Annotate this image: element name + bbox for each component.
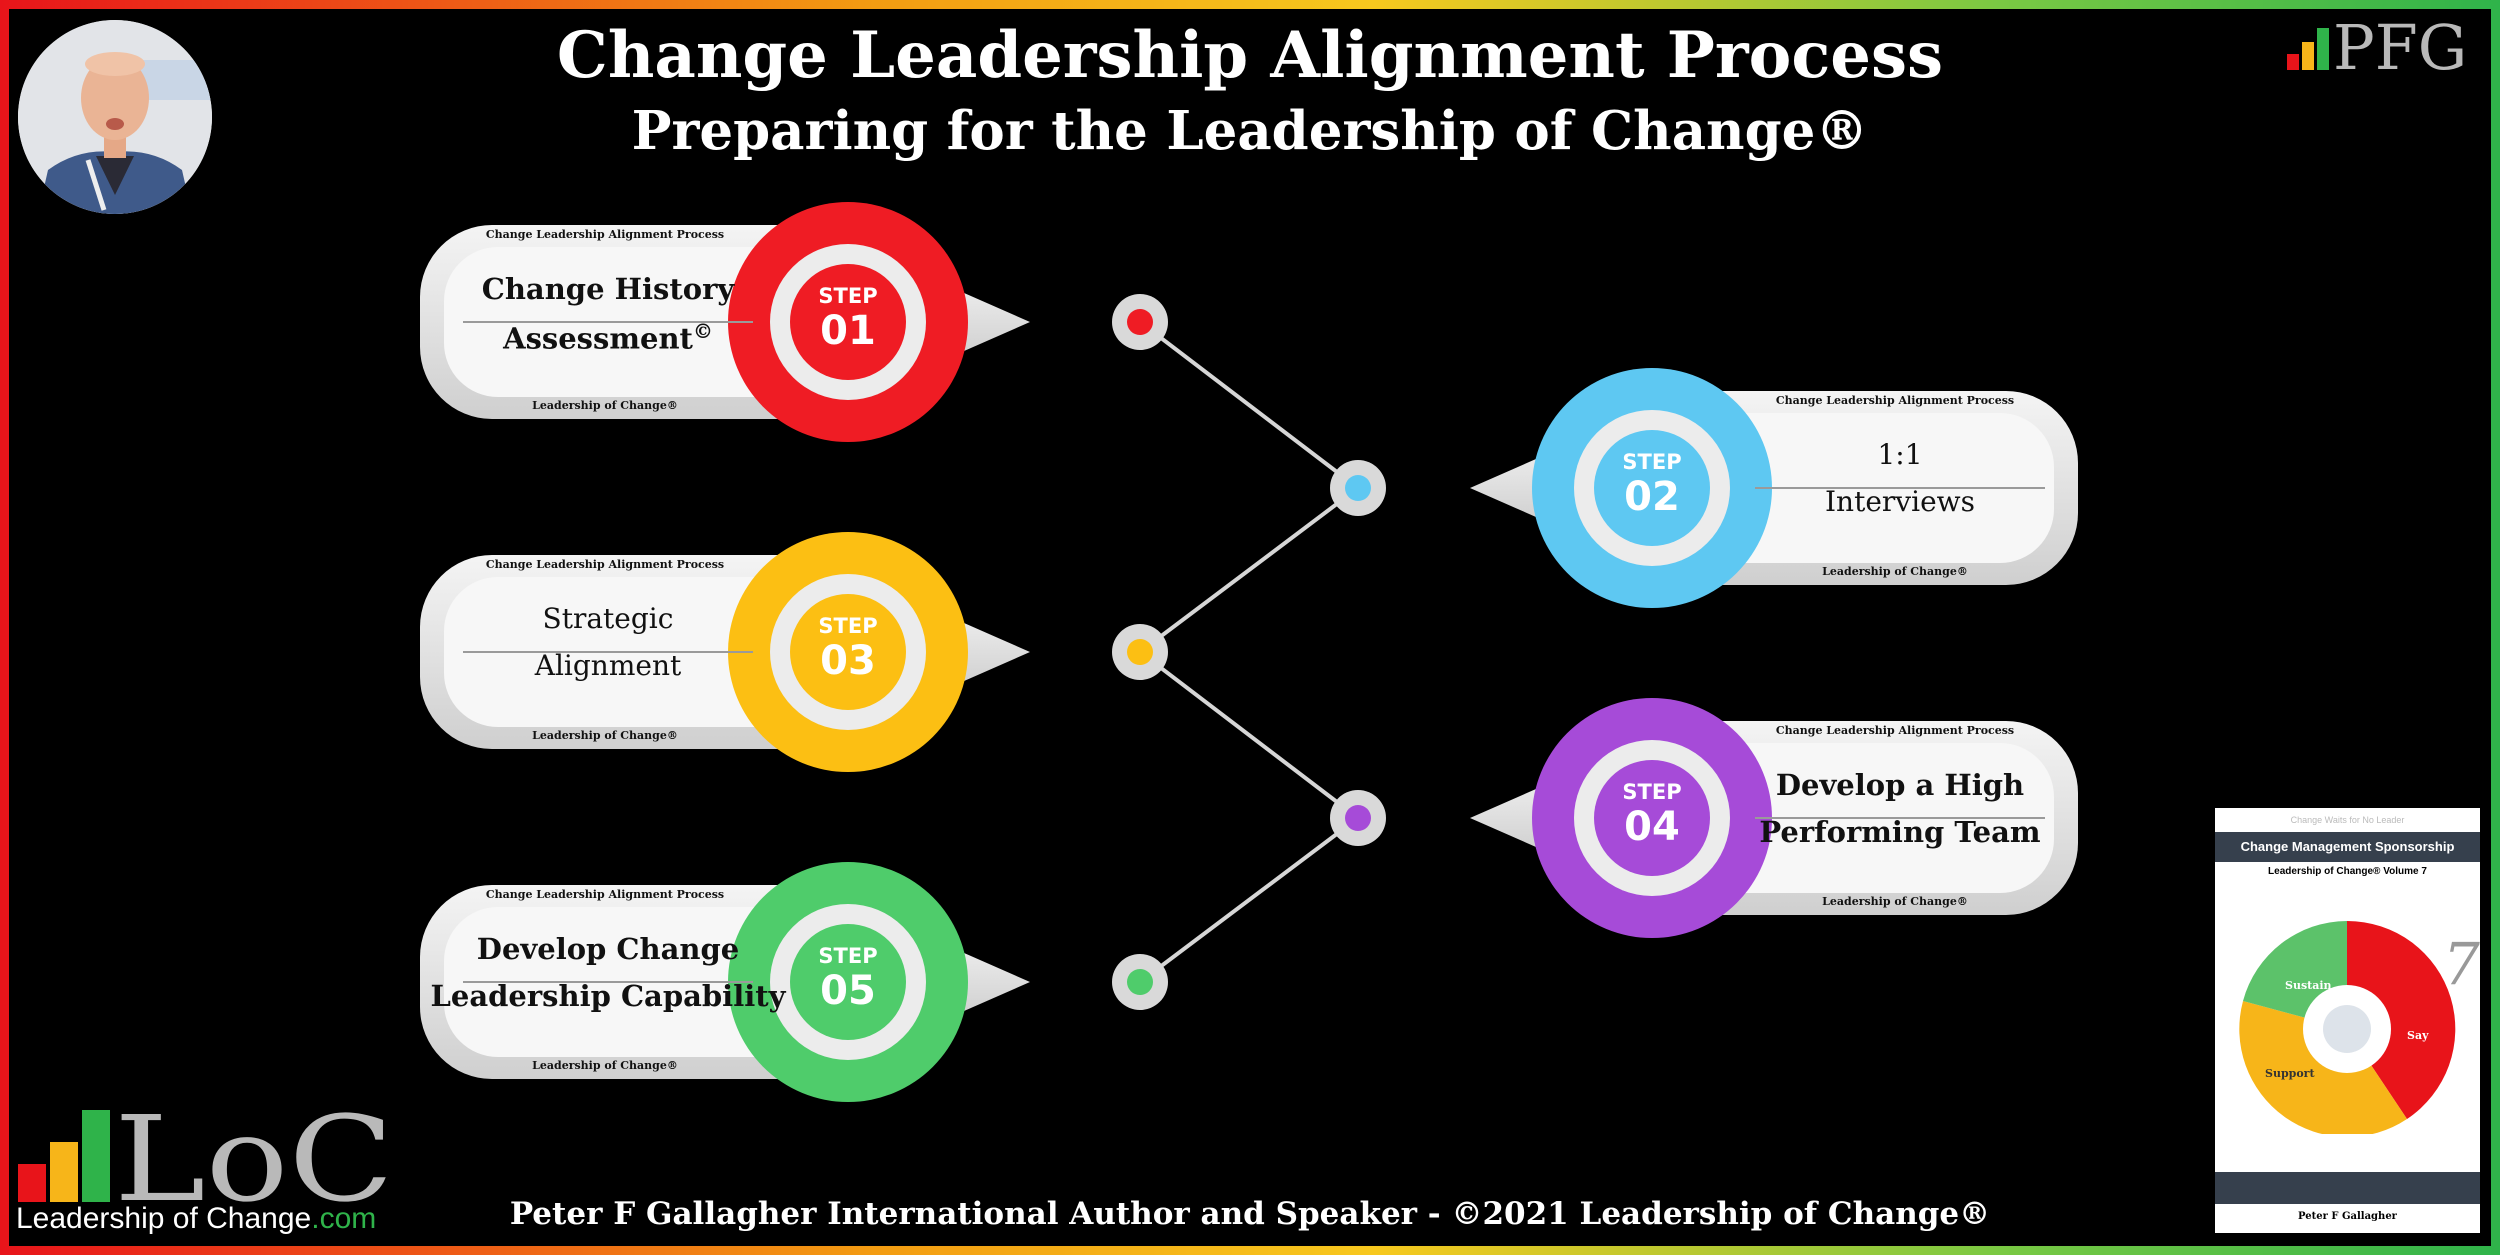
connector-line	[1138, 650, 1360, 820]
step-title-line2: Alignment	[534, 649, 682, 682]
card-header: Change Leadership Alignment Process	[485, 558, 725, 571]
node-dot-02	[1345, 475, 1371, 501]
step-title-line2: Interviews	[1825, 485, 1975, 518]
card-header: Change Leadership Alignment Process	[485, 228, 725, 241]
step-card-03	[420, 532, 1030, 772]
svg-text:PFG: PFG	[2333, 12, 2467, 74]
step-title-line2: Leadership Capability	[430, 979, 786, 1013]
step-title-line1: Develop Change	[476, 932, 740, 966]
connector-line	[1138, 816, 1360, 984]
svg-text:7: 7	[2443, 930, 2480, 998]
step-word: STEP	[818, 284, 878, 308]
step-badge	[790, 264, 906, 380]
step-number: 04	[1624, 804, 1680, 850]
speaker-avatar	[18, 20, 212, 214]
step-title-line2: Performing Team	[1759, 815, 2041, 849]
step-word: STEP	[1622, 780, 1682, 804]
book-series: Leadership of Change® Volume 7	[2268, 866, 2427, 877]
loc-tagline-text: Leadership of Change	[16, 1202, 312, 1235]
step-title-line1: Develop a High	[1775, 768, 2025, 802]
svg-text:Sustain: Sustain	[2285, 979, 2332, 992]
step-badge	[1594, 430, 1710, 546]
step-title-line1: Change History	[481, 272, 735, 306]
step-number: 05	[820, 968, 876, 1014]
connector-lines	[1138, 320, 1360, 984]
book-title-band: Change Management Sponsorship	[2215, 832, 2480, 862]
svg-text:Say: Say	[2407, 1029, 2429, 1042]
connector-line	[1138, 486, 1360, 654]
pfg-logo: PFG	[2285, 11, 2485, 84]
step-badge	[790, 924, 906, 1040]
connector-line	[1138, 320, 1360, 490]
card-footer: Leadership of Change®	[1822, 565, 1968, 578]
card-header: Change Leadership Alignment Process	[1775, 724, 2015, 737]
card-header: Change Leadership Alignment Process	[1775, 394, 2015, 407]
step-badge	[1594, 760, 1710, 876]
step-card-04	[1470, 698, 2078, 938]
step-number: 03	[820, 638, 876, 684]
step-title-line1: 1:1	[1877, 438, 1923, 471]
step-number: 02	[1624, 474, 1680, 520]
step-card-05	[420, 862, 1030, 1102]
card-footer: Leadership of Change®	[532, 399, 678, 412]
step-badge	[790, 594, 906, 710]
svg-text:Support: Support	[2265, 1067, 2315, 1080]
svg-text:LoC: LoC	[114, 1100, 394, 1204]
copyright-mark: ©	[692, 319, 713, 343]
step-card-01	[420, 202, 1030, 442]
node-dot-04	[1345, 805, 1371, 831]
step-word: STEP	[818, 614, 878, 638]
step-title-line1: Strategic	[542, 602, 674, 635]
step-word: STEP	[818, 944, 878, 968]
node-dot-03	[1127, 639, 1153, 665]
loc-logo: LoC	[16, 1090, 396, 1240]
node-dot-01	[1127, 309, 1153, 335]
node-dot-05	[1127, 969, 1153, 995]
step-title-line2: Assessment©	[503, 319, 713, 356]
step-card-02	[1470, 368, 2078, 608]
card-footer: Leadership of Change®	[532, 1059, 678, 1072]
loc-tagline-suffix: .com	[311, 1202, 377, 1235]
book-author: Peter F Gallagher	[2298, 1211, 2397, 1222]
book-cover: Change Waits for No Leader Change Manage…	[2215, 808, 2480, 1233]
book-description-band	[2215, 1172, 2480, 1204]
card-footer: Leadership of Change®	[1822, 895, 1968, 908]
card-header: Change Leadership Alignment Process	[485, 888, 725, 901]
card-footer: Leadership of Change®	[532, 729, 678, 742]
connector-nodes	[1112, 294, 1386, 1010]
step-word: STEP	[1622, 450, 1682, 474]
book-chart: 7 Sustain Say Support	[2239, 920, 2480, 1134]
footer-credit: Peter F Gallagher International Author a…	[509, 1196, 1991, 1232]
page-title: Change Leadership Alignment Process	[556, 18, 1944, 93]
step-cards	[420, 202, 2078, 1102]
loc-tagline: Leadership of Change.com	[16, 1202, 376, 1236]
step-number: 01	[820, 308, 876, 354]
page-subtitle: Preparing for the Leadership of Change®	[631, 100, 1869, 162]
book-top-line: Change Waits for No Leader	[2290, 815, 2405, 825]
